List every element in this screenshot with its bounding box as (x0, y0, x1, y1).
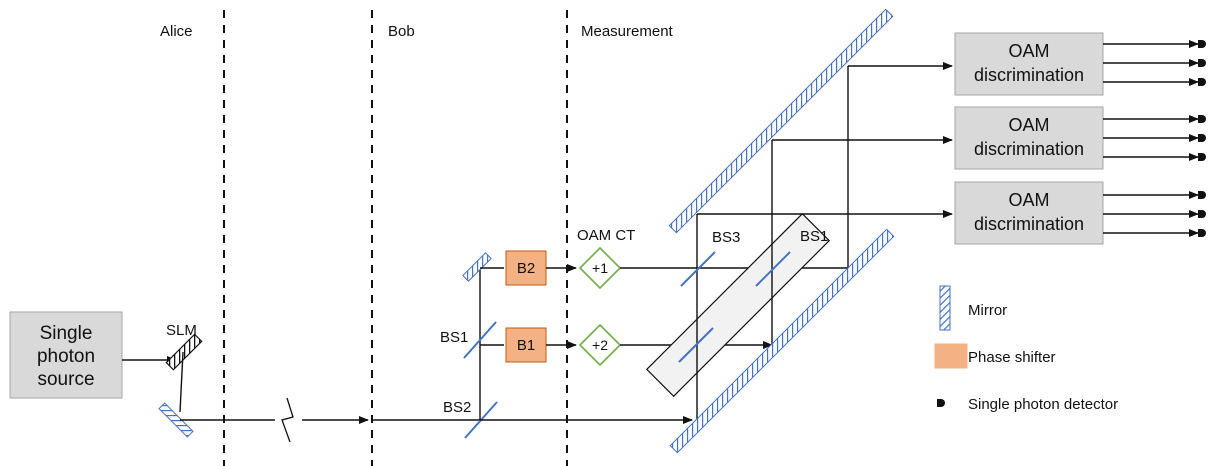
beam-slm-to-mirror (179, 351, 184, 413)
oam-box-1: OAM discrimination (954, 32, 1104, 96)
legend-mirror-icon (939, 285, 951, 331)
legend-phase-shifter-icon (934, 343, 968, 369)
phase-shifter-b1 (505, 327, 547, 363)
oam-box-2-line1: OAM (1008, 115, 1049, 135)
oam-ct-label: OAM CT (577, 227, 635, 244)
bs3-beam-splitter (680, 251, 716, 287)
lower-long-mirror (669, 228, 895, 454)
oam-ct-plus1 (578, 246, 622, 290)
detector-icon (1198, 134, 1206, 142)
b1-label: B1 (517, 337, 535, 354)
legend-phase-shifter-label: Phase shifter (968, 349, 1056, 366)
oam-box-3: OAM discrimination (954, 181, 1104, 245)
legend-detector-label: Single photon detector (968, 396, 1118, 413)
bs1-bob-beam-splitter (463, 321, 497, 359)
detector-icon (1198, 40, 1206, 48)
detector-icon (1198, 210, 1206, 218)
measurement-bs1-label: BS1 (800, 228, 828, 245)
detector-icon (1198, 191, 1206, 199)
oam-box-1-line2: discrimination (974, 65, 1084, 85)
detector-icon (1198, 59, 1206, 67)
single-photon-detectors (1198, 40, 1206, 237)
detector-icon (1198, 229, 1206, 237)
bs1-bob-label: BS1 (440, 329, 468, 346)
slm-label: SLM (166, 322, 197, 339)
oam-ct-plus2 (578, 323, 622, 367)
bob-top-mirror (462, 252, 492, 282)
b2-label: B2 (517, 260, 535, 277)
region-label-alice: Alice (160, 23, 193, 40)
source-label-line1: Single (40, 323, 93, 344)
meas-bs-lower (678, 327, 714, 363)
oam-box-2: OAM discrimination (954, 106, 1104, 170)
slm-mirror (165, 333, 203, 371)
legend-mirror-label: Mirror (968, 302, 1007, 319)
detector-icon (1198, 78, 1206, 86)
upper-long-mirror (668, 8, 894, 234)
ct-plus2-label: +2 (592, 337, 608, 353)
meas-bs-upper (755, 251, 791, 287)
oam-box-3-line1: OAM (1008, 190, 1049, 210)
oam-box-2-line2: discrimination (974, 139, 1084, 159)
region-label-measurement: Measurement (581, 23, 674, 40)
bs2-label: BS2 (443, 399, 471, 416)
oam-box-1-line1: OAM (1008, 41, 1049, 61)
detector-icon (1198, 153, 1206, 161)
detector-icon (1198, 115, 1206, 123)
single-photon-source-box (9, 311, 123, 399)
oam-box-3-line2: discrimination (974, 214, 1084, 234)
ct-plus1-label: +1 (592, 260, 608, 276)
legend-detector-icon (937, 399, 945, 407)
source-label-line3: source (37, 369, 94, 390)
region-label-bob: Bob (388, 23, 415, 40)
source-label-line2: photon (37, 346, 95, 367)
detector-outputs (1103, 40, 1199, 237)
free-space-channel-icon (281, 397, 294, 443)
bs3-label: BS3 (712, 229, 740, 246)
alice-mirror (158, 402, 194, 438)
